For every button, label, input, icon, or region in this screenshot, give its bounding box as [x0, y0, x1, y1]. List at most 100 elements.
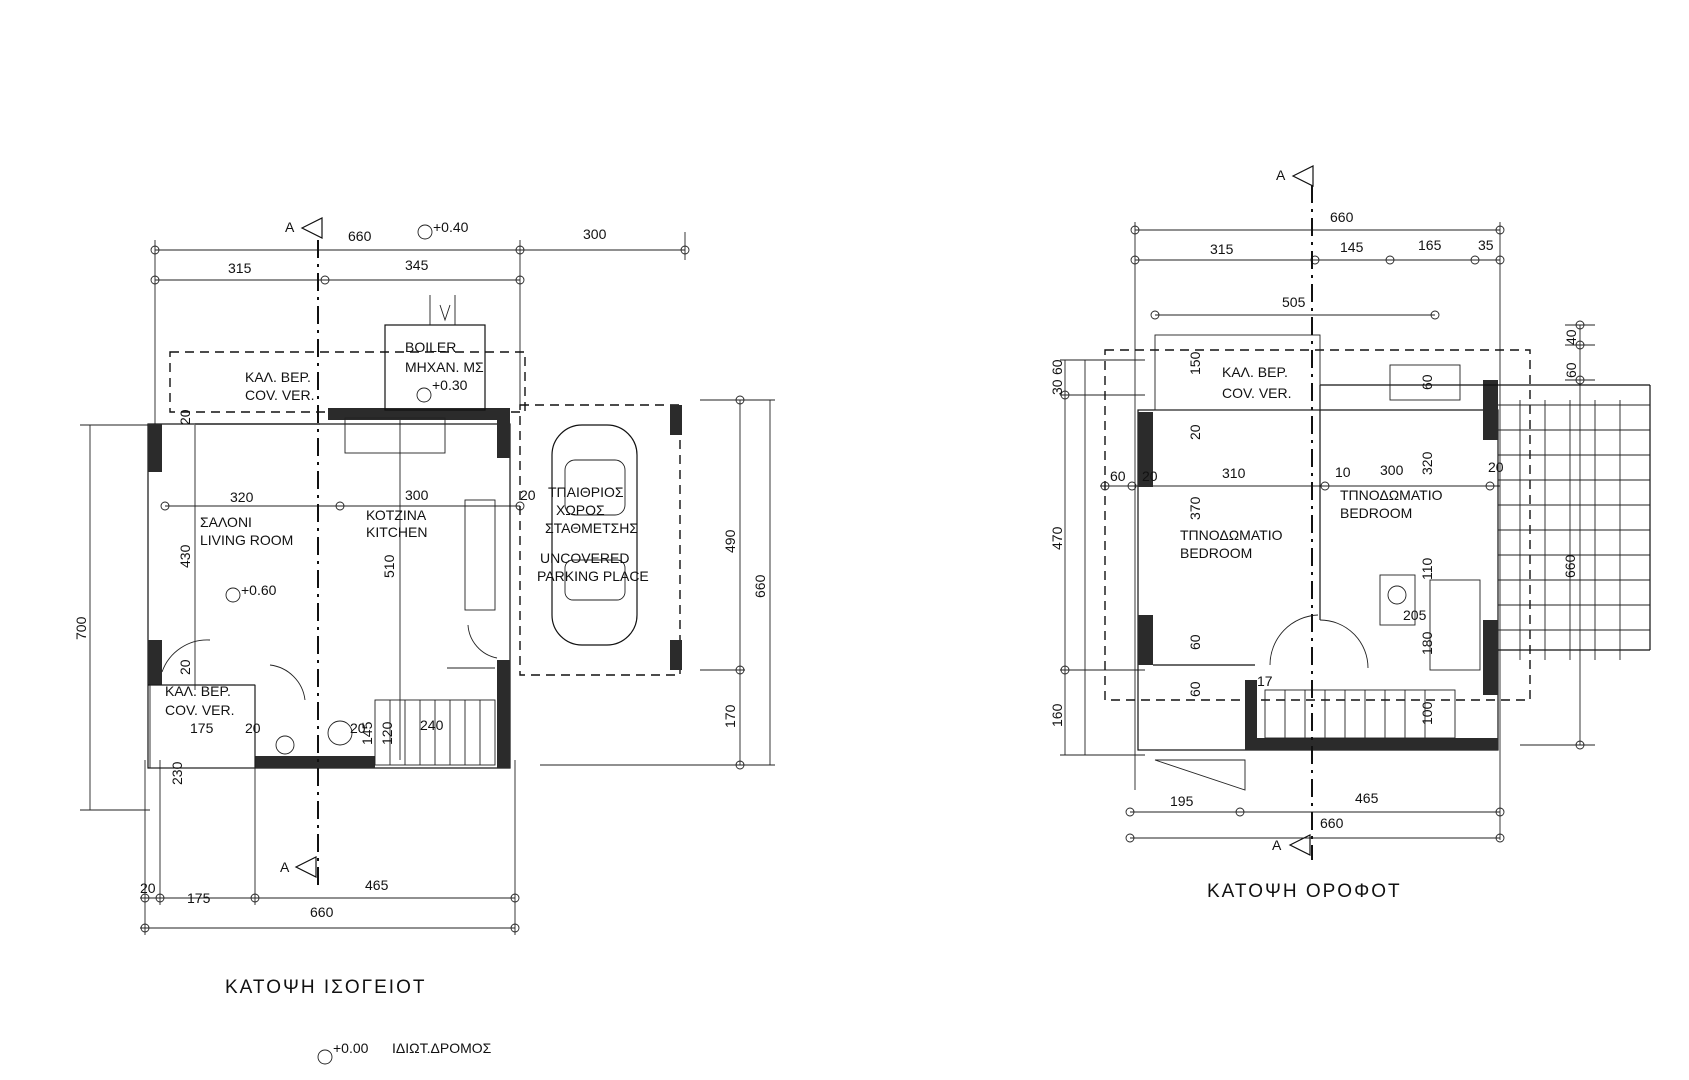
upper-dim-top-b: 145 — [1340, 239, 1364, 255]
dim-bot-b: 175 — [187, 890, 211, 906]
dim-park-gap: 20 — [520, 487, 536, 503]
upper-dim-bed1-h: 370 — [1187, 496, 1203, 520]
upper-dim-top-a: 315 — [1210, 241, 1234, 257]
upper-dimension-lines — [1060, 222, 1595, 843]
level-top: +0.40 — [433, 219, 469, 235]
dim-living-w: 320 — [230, 489, 254, 505]
dim-v-20: 20 — [177, 409, 193, 425]
dim-v-120: 120 — [379, 721, 395, 745]
dim-top-b: 345 — [405, 257, 429, 273]
upper-dim-top-inner: 505 — [1282, 294, 1306, 310]
upper-dim-bed2-h: 320 — [1419, 451, 1435, 475]
dim-top-right: 300 — [583, 226, 607, 242]
dim-wc-w: 175 — [190, 720, 214, 736]
upper-section-a-label-top: A — [1276, 167, 1286, 183]
upper-dim-bath-c: 180 — [1419, 631, 1435, 655]
upper-dim-left-d: 160 — [1049, 703, 1065, 727]
bedroom2-en: BEDROOM — [1340, 505, 1412, 521]
car-icon — [551, 424, 638, 646]
upper-dim-right-c: 660 — [1562, 554, 1578, 578]
ground-veranda-en: COV. VER. — [245, 387, 315, 403]
dim-small-1: 20 — [245, 720, 261, 736]
living-room-gr: ΣΑΛΟΝΙ — [200, 514, 252, 530]
upper-dim-gap-c: 10 — [1335, 464, 1351, 480]
ground-floor-plan: A A +0.40 +0.30 +0.60 +0.00 ΙΔΙΩΤ.ΔΡΟΜΟΣ… — [73, 217, 775, 1065]
section-a-label-top: A — [285, 219, 295, 235]
upper-dim-bath-a: 110 — [1419, 557, 1435, 580]
bedroom2-gr: ΤΠΝΟΔΩΜΑΤΙΟ — [1340, 487, 1443, 503]
dim-kitchen-w: 300 — [405, 487, 429, 503]
dim-v-145: 145 — [359, 721, 375, 745]
upper-dim-top-c: 165 — [1418, 237, 1442, 253]
upper-veranda-gr: ΚΑΛ. ΒΕΡ. — [1222, 364, 1288, 380]
ground-floor-title: ΚΑΤΟΨΗ ΙΣΟΓΕΙΟΤ — [225, 977, 426, 998]
kitchen-en: KITCHEN — [366, 524, 427, 540]
section-a-label-bottom: A — [280, 859, 290, 875]
level-boiler: +0.30 — [432, 377, 468, 393]
road-label: ΙΔΙΩΤ.ΔΡΟΜΟΣ — [392, 1040, 492, 1056]
dim-kitchen-h: 510 — [381, 554, 397, 578]
parking-gr-1: ΤΠΑΙΘΡΙΟΣ — [548, 484, 624, 500]
upper-dim-bed1-w: 310 — [1222, 465, 1246, 481]
upper-dim-v-150: 150 — [1187, 351, 1203, 375]
ground-dimension-lines — [80, 232, 775, 935]
dim-right-b: 170 — [722, 704, 738, 728]
dim-left-total: 700 — [73, 616, 89, 640]
dim-small-2: 20 — [350, 720, 366, 736]
upper-dim-bot-b: 465 — [1355, 790, 1379, 806]
dim-bot-c: 465 — [365, 877, 389, 893]
upper-floor-title: ΚΑΤΟΨΗ ΟΡΟΦΟΤ — [1207, 881, 1402, 902]
upper-dim-left-c: 470 — [1049, 526, 1065, 550]
dim-wc-h: 230 — [169, 761, 185, 785]
parking-gr-3: ΣΤΑΘΜΕΤΣΗΣ — [545, 520, 638, 536]
upper-walls — [1137, 334, 1499, 791]
section-marker-bottom: A — [280, 856, 317, 878]
upper-floor-plan: A A ΚΑΛ. ΒΕΡ. COV. VER. ΤΠΝΟΔΩΜΑΤΙΟ BEDR… — [1049, 165, 1651, 902]
bedroom1-en: BEDROOM — [1180, 545, 1252, 561]
upper-section-a-label-bottom: A — [1272, 837, 1282, 853]
level-road: +0.00 — [333, 1040, 369, 1056]
bedroom1-gr: ΤΠΝΟΔΩΜΑΤΙΟ — [1180, 527, 1283, 543]
balcony-railing — [1498, 384, 1651, 660]
kitchen-gr: ΚΟΤΖΙΝΑ — [366, 507, 427, 523]
upper-dim-bot-a: 195 — [1170, 793, 1194, 809]
upper-dim-bath-b: 205 — [1403, 607, 1427, 623]
upper-dim-v-17: 17 — [1257, 673, 1273, 689]
upper-dim-left-b: 60 — [1049, 359, 1065, 375]
section-marker-top: A — [285, 217, 323, 239]
ground-veranda2-gr: ΚΑΛ. ΒΕΡ. — [165, 683, 231, 699]
parking-en-2: PARKING PLACE — [537, 568, 649, 584]
dim-right-a: 490 — [722, 529, 738, 553]
level-living: +0.60 — [241, 582, 277, 598]
upper-dim-left-a: 30 — [1049, 379, 1065, 395]
dim-right-total: 660 — [752, 574, 768, 598]
upper-section-marker-top: A — [1276, 165, 1314, 187]
dim-bot-a: 20 — [140, 880, 156, 896]
dim-top-a: 315 — [228, 260, 252, 276]
parking-en-1: UNCOVERED — [540, 550, 629, 566]
dim-stair: 240 — [420, 717, 444, 733]
ground-walls — [147, 295, 682, 769]
upper-dim-top-d: 35 — [1478, 237, 1494, 253]
upper-dim-v-20b: 20 — [1488, 459, 1504, 475]
dim-v-small: 20 — [177, 659, 193, 675]
upper-dim-v-20: 20 — [1187, 424, 1203, 440]
upper-section-marker-bottom: A — [1272, 834, 1311, 856]
upper-dim-gap-a: 60 — [1110, 468, 1126, 484]
upper-dim-top-total: 660 — [1330, 209, 1354, 225]
parking-gr-2: ΧΩΡΟΣ — [556, 502, 605, 518]
dim-bot-total: 660 — [310, 904, 334, 920]
upper-dim-v-60c: 60 — [1419, 374, 1435, 390]
ground-veranda-gr: ΚΑΛ. ΒΕΡ. — [245, 369, 311, 385]
upper-dim-bed2-w: 300 — [1380, 462, 1404, 478]
upper-dim-gap-b: 20 — [1142, 468, 1158, 484]
boiler-label: BOILER — [405, 339, 456, 355]
living-room-en: LIVING ROOM — [200, 532, 293, 548]
ground-veranda2-en: COV. VER. — [165, 702, 235, 718]
upper-dim-v-60b: 60 — [1187, 681, 1203, 697]
dim-living-h: 430 — [177, 544, 193, 568]
upper-veranda-en: COV. VER. — [1222, 385, 1292, 401]
upper-dim-bot-total: 660 — [1320, 815, 1344, 831]
upper-dim-v-60a: 60 — [1187, 634, 1203, 650]
